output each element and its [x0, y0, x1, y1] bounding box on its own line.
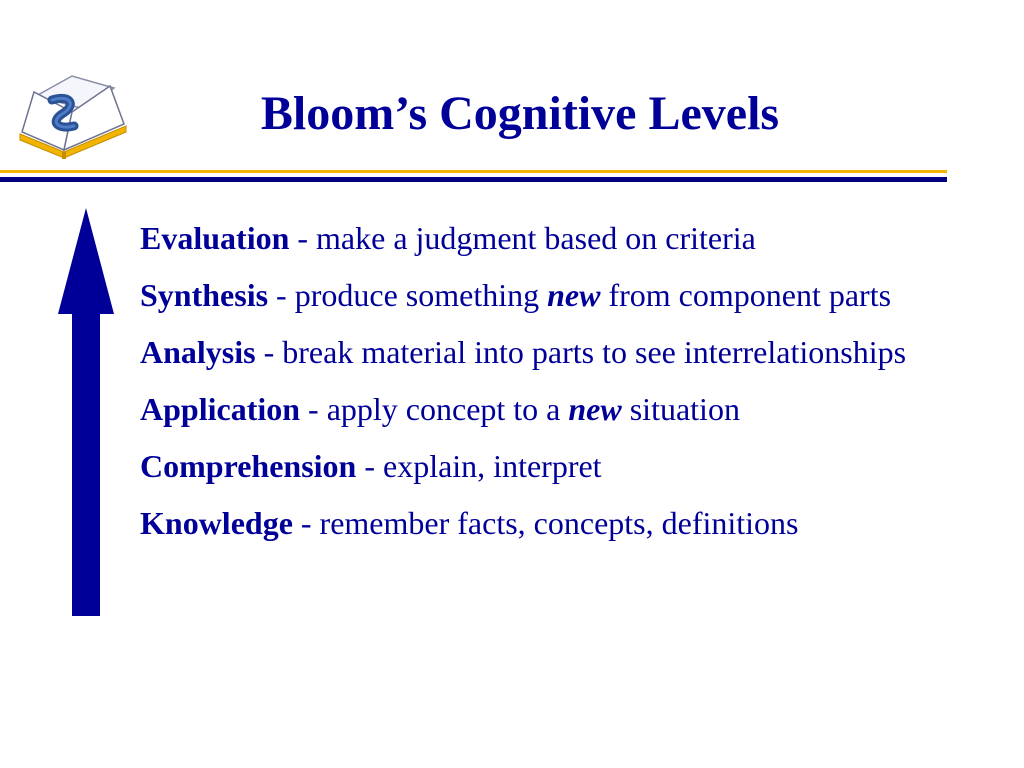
- level-description: produce something: [294, 277, 548, 313]
- level-separator: -: [289, 220, 317, 256]
- level-separator: -: [292, 505, 320, 541]
- level-description: make a judgment based on criteria: [316, 220, 756, 256]
- level-term: Analysis: [140, 334, 256, 370]
- page-title: Bloom’s Cognitive Levels: [260, 87, 780, 140]
- level-term: Evaluation: [140, 220, 290, 256]
- level-description: explain, interpret: [382, 448, 602, 484]
- level-description-rest: from component parts: [600, 277, 892, 313]
- level-analysis: Analysis - break material into parts to …: [140, 329, 1000, 375]
- level-separator: -: [356, 448, 383, 484]
- title-divider-navy: [0, 177, 947, 182]
- open-book-icon: [19, 75, 127, 159]
- level-term: Synthesis: [140, 277, 269, 313]
- level-knowledge: Knowledge - remember facts, concepts, de…: [140, 500, 1000, 546]
- level-term: Comprehension: [140, 448, 357, 484]
- level-emphasis: new: [568, 391, 622, 427]
- level-term: Knowledge: [140, 505, 293, 541]
- level-term: Application: [140, 391, 301, 427]
- level-description: remember facts, concepts, definitions: [319, 505, 799, 541]
- up-arrow-icon: [58, 208, 114, 616]
- level-separator: -: [268, 277, 295, 313]
- level-evaluation: Evaluation - make a judgment based on cr…: [140, 215, 1000, 261]
- level-comprehension: Comprehension - explain, interpret: [140, 443, 1000, 489]
- title-divider-gold: [0, 170, 947, 173]
- level-description: apply concept to a: [326, 391, 569, 427]
- level-application: Application - apply concept to a new sit…: [140, 386, 1000, 432]
- level-synthesis: Synthesis - produce something new from c…: [140, 272, 1000, 318]
- level-separator: -: [255, 334, 283, 370]
- level-separator: -: [300, 391, 327, 427]
- level-description: break material into parts to see interre…: [282, 334, 907, 370]
- level-emphasis: new: [547, 277, 601, 313]
- level-description-rest: situation: [621, 391, 740, 427]
- cognitive-levels-list: Evaluation - make a judgment based on cr…: [140, 215, 1000, 557]
